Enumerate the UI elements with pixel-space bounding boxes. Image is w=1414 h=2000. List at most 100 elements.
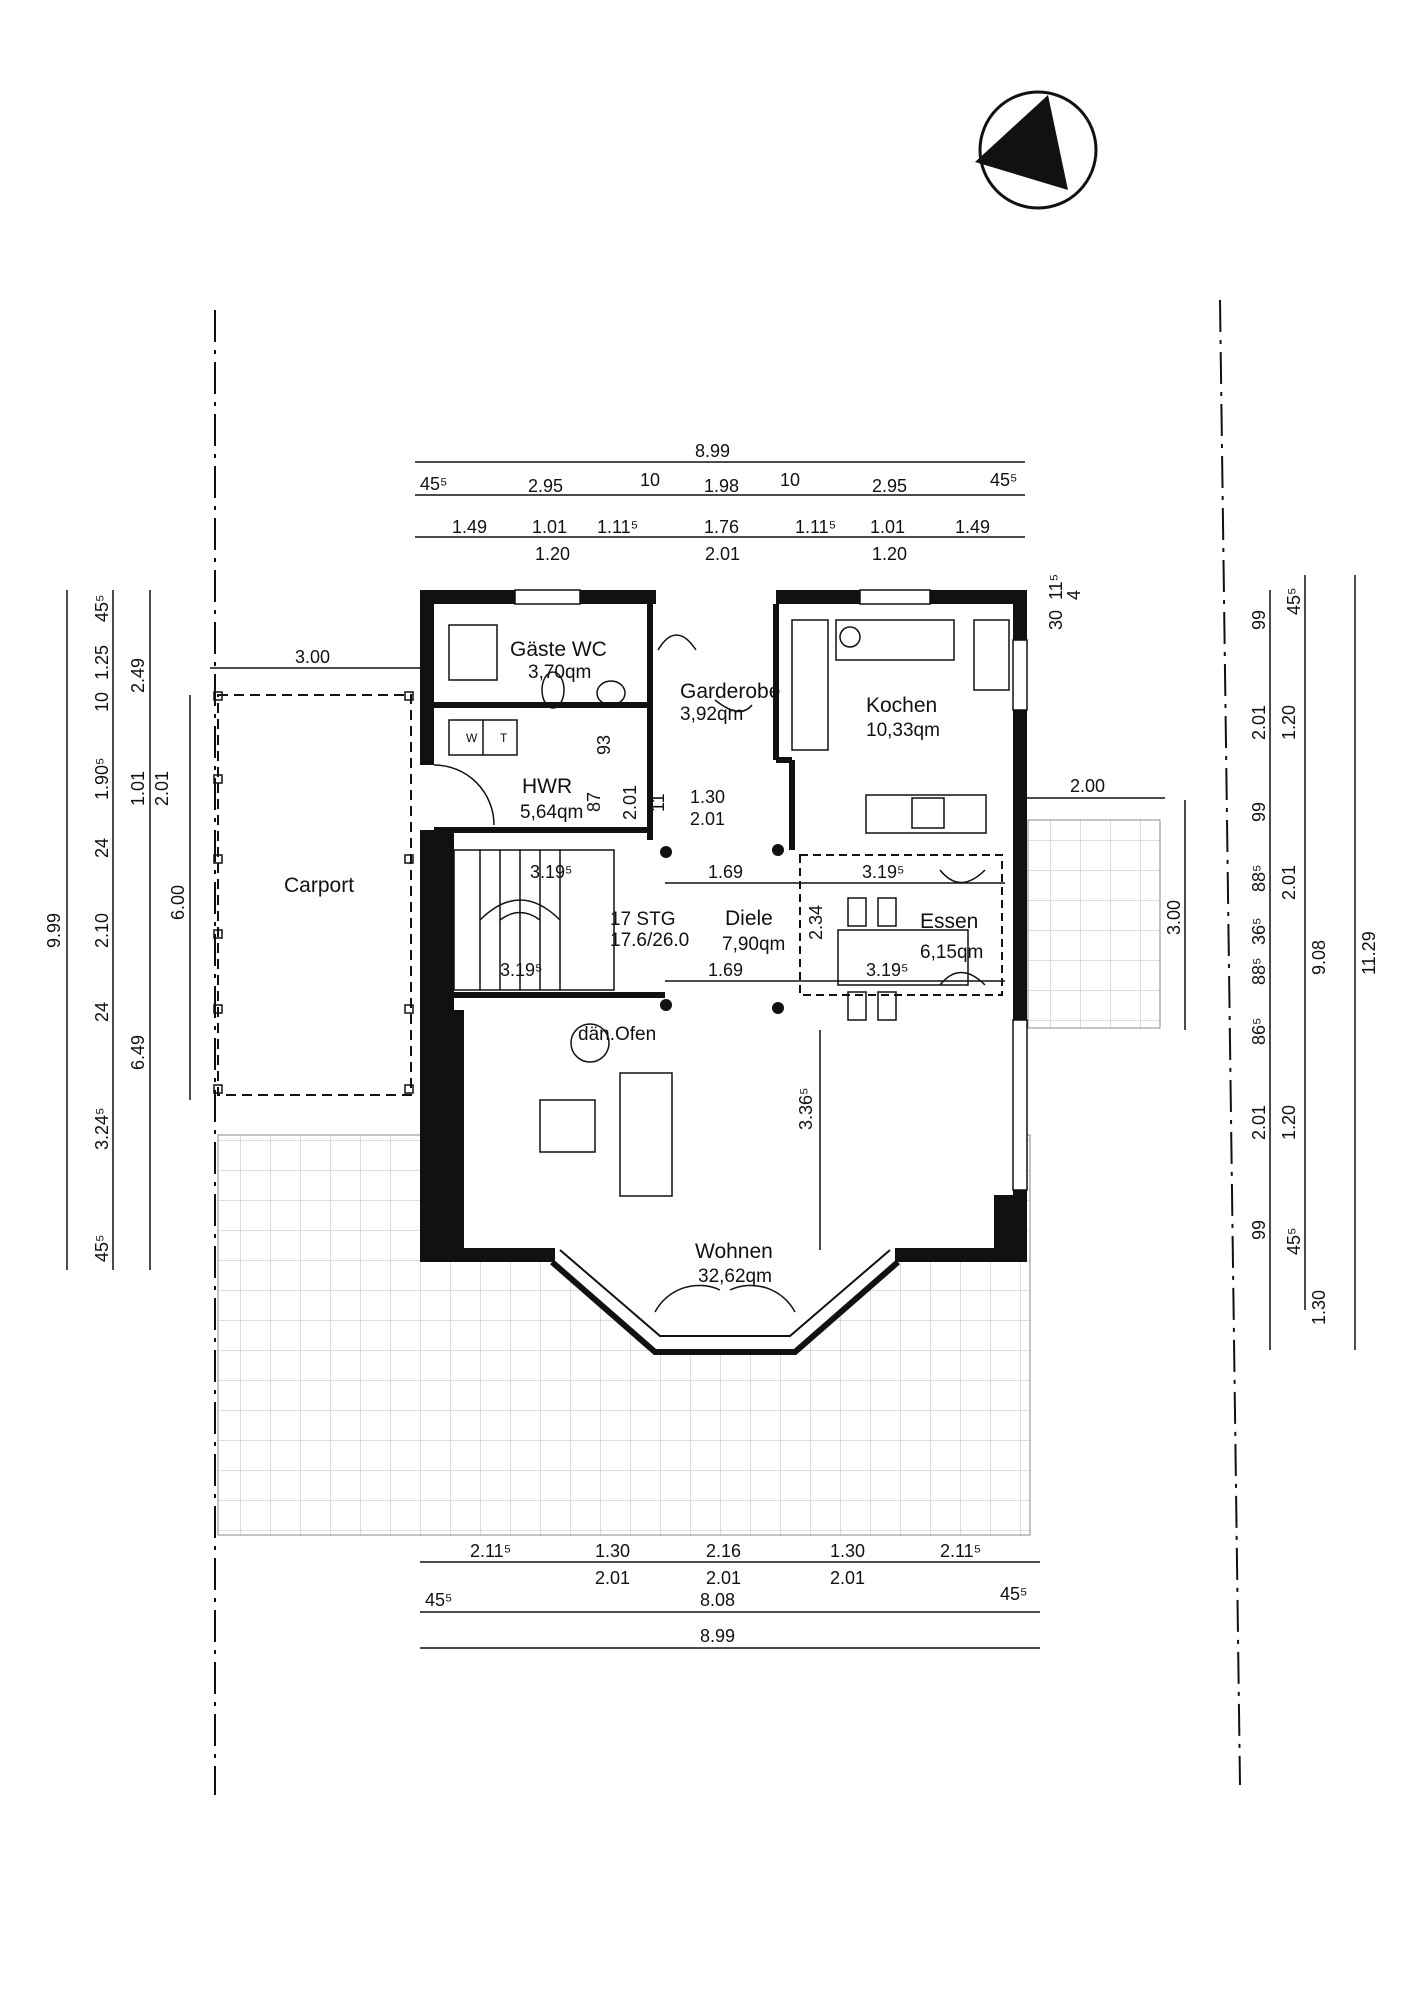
dim-top-r2-5: 1.01 — [870, 517, 905, 537]
dim-top-total: 8.99 — [695, 441, 730, 461]
room-hwr-name: HWR — [522, 775, 572, 798]
dim-left-c1-8: 45⁵ — [92, 1235, 112, 1262]
dim-left-c2-3: 6.49 — [128, 1035, 148, 1070]
dim-bottom-r1-4: 2.11⁵ — [940, 1541, 981, 1561]
dim-int-1: 2.01 — [690, 809, 725, 829]
oven-label: dän.Ofen — [578, 1024, 656, 1045]
dining-table — [837, 897, 969, 1021]
dim-terrace-depth: 3.00 — [1164, 900, 1184, 935]
dim-int-4: 2.01 — [620, 785, 640, 820]
dim-top-r1-3: 1.98 — [704, 476, 739, 496]
dim-left-c1-6: 24 — [92, 1002, 112, 1022]
dim-bottom-sub-2: 2.01 — [830, 1568, 865, 1588]
wm-label-t: T — [500, 731, 508, 745]
dim-top-r1-6: 45⁵ — [990, 470, 1017, 490]
wm-label-w: W — [466, 731, 478, 745]
room-essen-area: 6,15qm — [920, 942, 983, 963]
room-kochen-area: 10,33qm — [866, 720, 940, 741]
dim-top-r2-4: 1.11⁵ — [795, 517, 836, 537]
dim-top-r1-2: 10 — [640, 470, 660, 490]
dim-left-c2-2: 2.01 — [152, 771, 172, 806]
room-diele-name: Diele — [725, 907, 773, 930]
dim-right-corner-0: 30 — [1046, 610, 1066, 630]
dim-left-c1-7: 3.24⁵ — [92, 1108, 112, 1151]
dim-right-c2-1: 9.08 — [1309, 940, 1329, 975]
dim-left-c1-1: 1.25 — [92, 645, 112, 680]
interior-dimensions: 1.30 2.01 93 87 2.01 11 3.19⁵ 1.69 3.19⁵… — [500, 735, 909, 1130]
room-carport-name: Carport — [284, 874, 354, 897]
dim-top-r1-1: 2.95 — [528, 476, 563, 496]
dim-bottom-end-right: 45⁵ — [1000, 1584, 1027, 1604]
room-gaeste-wc-name: Gäste WC — [510, 638, 607, 661]
top-dimensions: 8.99 45⁵ 2.95 10 1.98 10 2.95 45⁵ 1.49 1… — [420, 441, 1017, 564]
dim-top-r2-6: 1.49 — [955, 517, 990, 537]
dim-left-c1-0: 45⁵ — [92, 595, 112, 622]
room-wohnen-area: 32,62qm — [698, 1266, 772, 1287]
room-hwr-area: 5,64qm — [520, 802, 583, 823]
dim-left-total: 9.99 — [44, 913, 64, 948]
dim-int-5: 11 — [648, 793, 668, 812]
dim-terrace-width: 2.00 — [1070, 776, 1105, 796]
bottom-dimensions: 2.11⁵ 1.30 2.16 1.30 2.11⁵ 2.01 2.01 2.0… — [425, 1541, 1027, 1646]
dim-left-c2-1: 1.01 — [128, 771, 148, 806]
dim-right-c1-4: 88⁵ — [1249, 865, 1269, 892]
dim-int-11: 3.19⁵ — [866, 960, 909, 980]
dim-right-c2-0: 45⁵ — [1284, 588, 1304, 615]
dim-right-c1-3: 99 — [1249, 802, 1269, 822]
dim-left-c1-4: 24 — [92, 838, 112, 858]
room-essen-name: Essen — [920, 910, 978, 933]
room-labels: Gäste WC 3,70qm Garderobe 3,92qm Kochen … — [284, 638, 983, 1287]
dim-left-c1-3: 1.90⁵ — [92, 758, 112, 801]
room-gaeste-wc-area: 3,70qm — [528, 662, 591, 683]
dim-top-r1-5: 2.95 — [872, 476, 907, 496]
property-boundary — [214, 299, 1241, 1795]
dim-bottom-sub-1: 2.01 — [706, 1568, 741, 1588]
dim-int-10: 1.69 — [708, 960, 743, 980]
dim-top-r2-3: 1.76 — [704, 517, 739, 537]
dim-right-c1-0: 99 — [1249, 610, 1269, 630]
bay-window — [550, 1259, 900, 1355]
kitchen-furniture — [791, 619, 1010, 834]
staircase — [453, 849, 615, 991]
dim-int-9: 3.19⁵ — [500, 960, 543, 980]
terrace-east — [1027, 819, 1161, 1029]
dim-top-r2-1: 1.01 — [532, 517, 567, 537]
dim-right-c1-2: 1.20 — [1279, 705, 1299, 740]
dim-right-c1-8: 86⁵ — [1249, 1018, 1269, 1045]
left-dimensions: 45⁵ 1.25 10 1.90⁵ 24 2.10 24 3.24⁵ 45⁵ 2… — [44, 595, 330, 1262]
dim-right-c1-1: 2.01 — [1249, 705, 1269, 740]
north-arrow-icon — [975, 90, 1098, 210]
dim-bottom-end-left: 45⁵ — [425, 1590, 452, 1610]
stairs-label: 17 STG — [610, 909, 675, 930]
dim-top-r2-sub-0: 1.20 — [535, 544, 570, 564]
dim-right-c1-11: 99 — [1249, 1220, 1269, 1240]
room-garderobe-name: Garderobe — [680, 680, 780, 703]
dim-bottom-r1-0: 2.11⁵ — [470, 1541, 511, 1561]
dim-int-12: 2.34 — [806, 905, 826, 940]
dim-top-r1-4: 10 — [780, 470, 800, 490]
dim-top-r2-0: 1.49 — [452, 517, 487, 537]
dim-int-6: 3.19⁵ — [530, 862, 573, 882]
dim-right-c1-9: 2.01 — [1249, 1105, 1269, 1140]
dim-right-c1-5: 36⁵ — [1249, 918, 1269, 945]
dim-right-corner-2: 4 — [1064, 590, 1084, 600]
dim-int-7: 1.69 — [708, 862, 743, 882]
right-dimensions: 99 2.01 1.20 99 88⁵ 36⁵ 88⁵ 2.01 86⁵ 2.0… — [1046, 574, 1379, 1325]
dim-bottom-sub-0: 2.01 — [595, 1568, 630, 1588]
dimension-lines — [66, 461, 1356, 1649]
dim-top-r1-0: 45⁵ — [420, 474, 447, 494]
dim-right-c1-7: 2.01 — [1279, 865, 1299, 900]
dim-left-c1-5: 2.10 — [92, 913, 112, 948]
dim-right-c1-10: 1.20 — [1279, 1105, 1299, 1140]
dim-int-0: 1.30 — [690, 787, 725, 807]
room-garderobe-area: 3,92qm — [680, 704, 743, 725]
dim-top-r2-sub-1: 2.01 — [705, 544, 740, 564]
carport — [213, 691, 414, 1096]
living-furniture — [539, 1023, 673, 1197]
dim-carport-width: 3.00 — [295, 647, 330, 667]
dim-int-13: 3.36⁵ — [796, 1088, 816, 1131]
dim-right-c1-12: 45⁵ — [1284, 1228, 1304, 1255]
dim-bottom-r1-3: 1.30 — [830, 1541, 865, 1561]
dim-top-r2-2: 1.11⁵ — [597, 517, 638, 537]
